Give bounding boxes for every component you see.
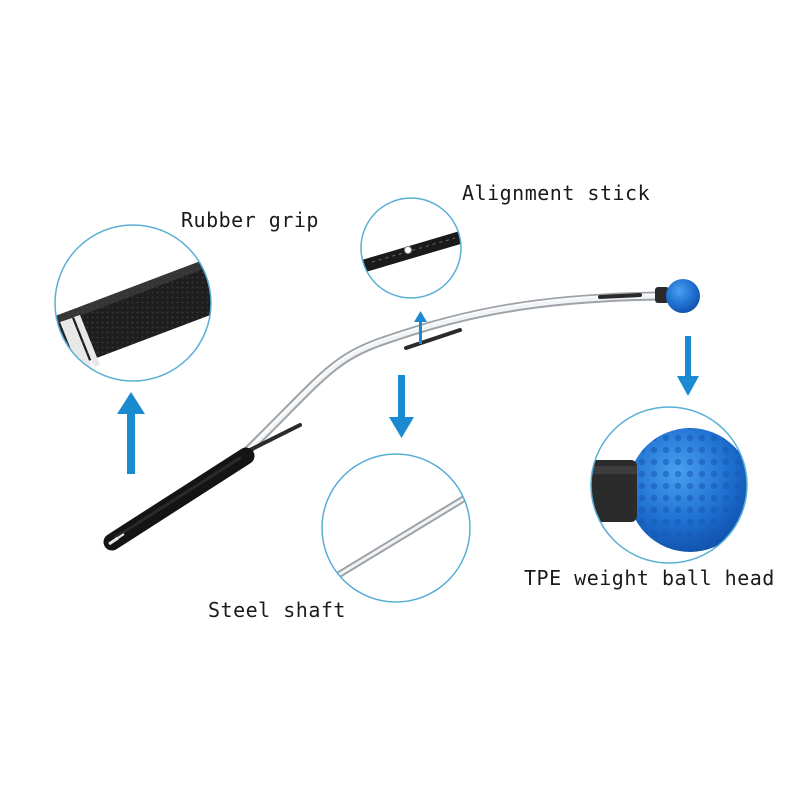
alignment-stick-label: Alignment stick xyxy=(462,181,651,205)
golf-trainer-ball-head xyxy=(655,279,700,313)
alignment-stick-callout xyxy=(360,197,462,299)
arrow-up-alignment-icon xyxy=(414,311,427,344)
rubber-grip-label: Rubber grip xyxy=(181,208,319,232)
ball-head-label: TPE weight ball head xyxy=(524,566,775,590)
steel-shaft-label: Steel shaft xyxy=(208,598,346,622)
arrow-up-grip-icon xyxy=(117,392,145,474)
arrow-down-ball-icon xyxy=(677,336,699,396)
arrow-down-shaft-icon xyxy=(389,375,414,438)
golf-trainer-grip xyxy=(103,447,255,551)
rubber-grip-callout xyxy=(54,224,212,382)
steel-shaft-callout xyxy=(321,453,471,603)
ball-head-callout xyxy=(590,406,748,564)
golf-trainer-shaft xyxy=(235,291,665,463)
